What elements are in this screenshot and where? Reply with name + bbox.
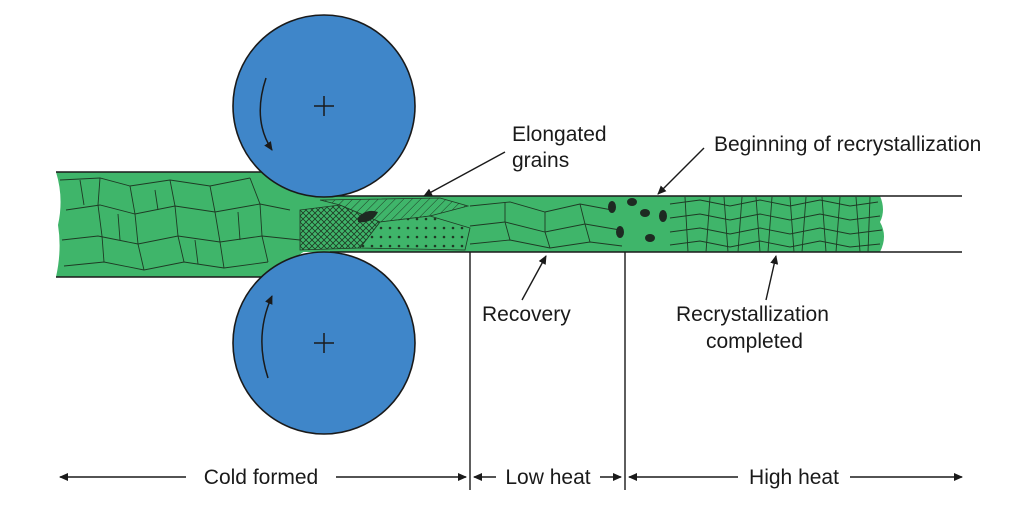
label-recovery: Recovery xyxy=(482,303,571,326)
bottom-roller xyxy=(232,251,416,435)
metal-strip xyxy=(56,171,962,278)
curved-arrow-icon xyxy=(259,77,273,151)
crosshair-icon xyxy=(314,333,334,353)
zone-label-low-heat: Low heat xyxy=(505,466,590,489)
coarse-grains xyxy=(59,177,301,271)
label-recrystallization-completed-line2: completed xyxy=(706,330,803,353)
top-roller xyxy=(232,14,416,198)
label-elongated-line2: grains xyxy=(512,149,569,172)
label-elongated-line1: Elongated xyxy=(512,123,607,146)
strip-thick-section xyxy=(56,172,306,277)
annotation-recrystallization-completed: Recrystallization completed xyxy=(676,255,829,353)
fine-grains xyxy=(669,196,883,253)
label-beginning-recrystallization: Beginning of recrystallization xyxy=(714,133,981,156)
zone-label-high-heat: High heat xyxy=(749,466,839,489)
recovery-grains xyxy=(469,201,623,249)
pointer-arrow xyxy=(423,151,506,197)
crosshair-icon xyxy=(314,96,334,116)
pointer-arrow xyxy=(765,255,779,301)
curved-arrow-icon xyxy=(261,295,273,379)
elongated-dark-grain xyxy=(358,210,378,223)
zone-label-cold-formed: Cold formed xyxy=(204,466,318,489)
pointer-arrow xyxy=(521,255,547,301)
annotation-elongated-grains: Elongated grains xyxy=(423,123,607,197)
annotation-beginning-recrystallization: Beginning of recrystallization xyxy=(657,133,981,195)
label-recrystallization-completed-line1: Recrystallization xyxy=(676,303,829,326)
annotation-recovery: Recovery xyxy=(482,255,571,326)
dotted-zone xyxy=(359,215,471,251)
pointer-arrow xyxy=(657,147,705,195)
recrystallization-nuclei xyxy=(608,198,667,242)
zone-dimension-bar: Cold formed Low heat High heat xyxy=(59,466,963,489)
